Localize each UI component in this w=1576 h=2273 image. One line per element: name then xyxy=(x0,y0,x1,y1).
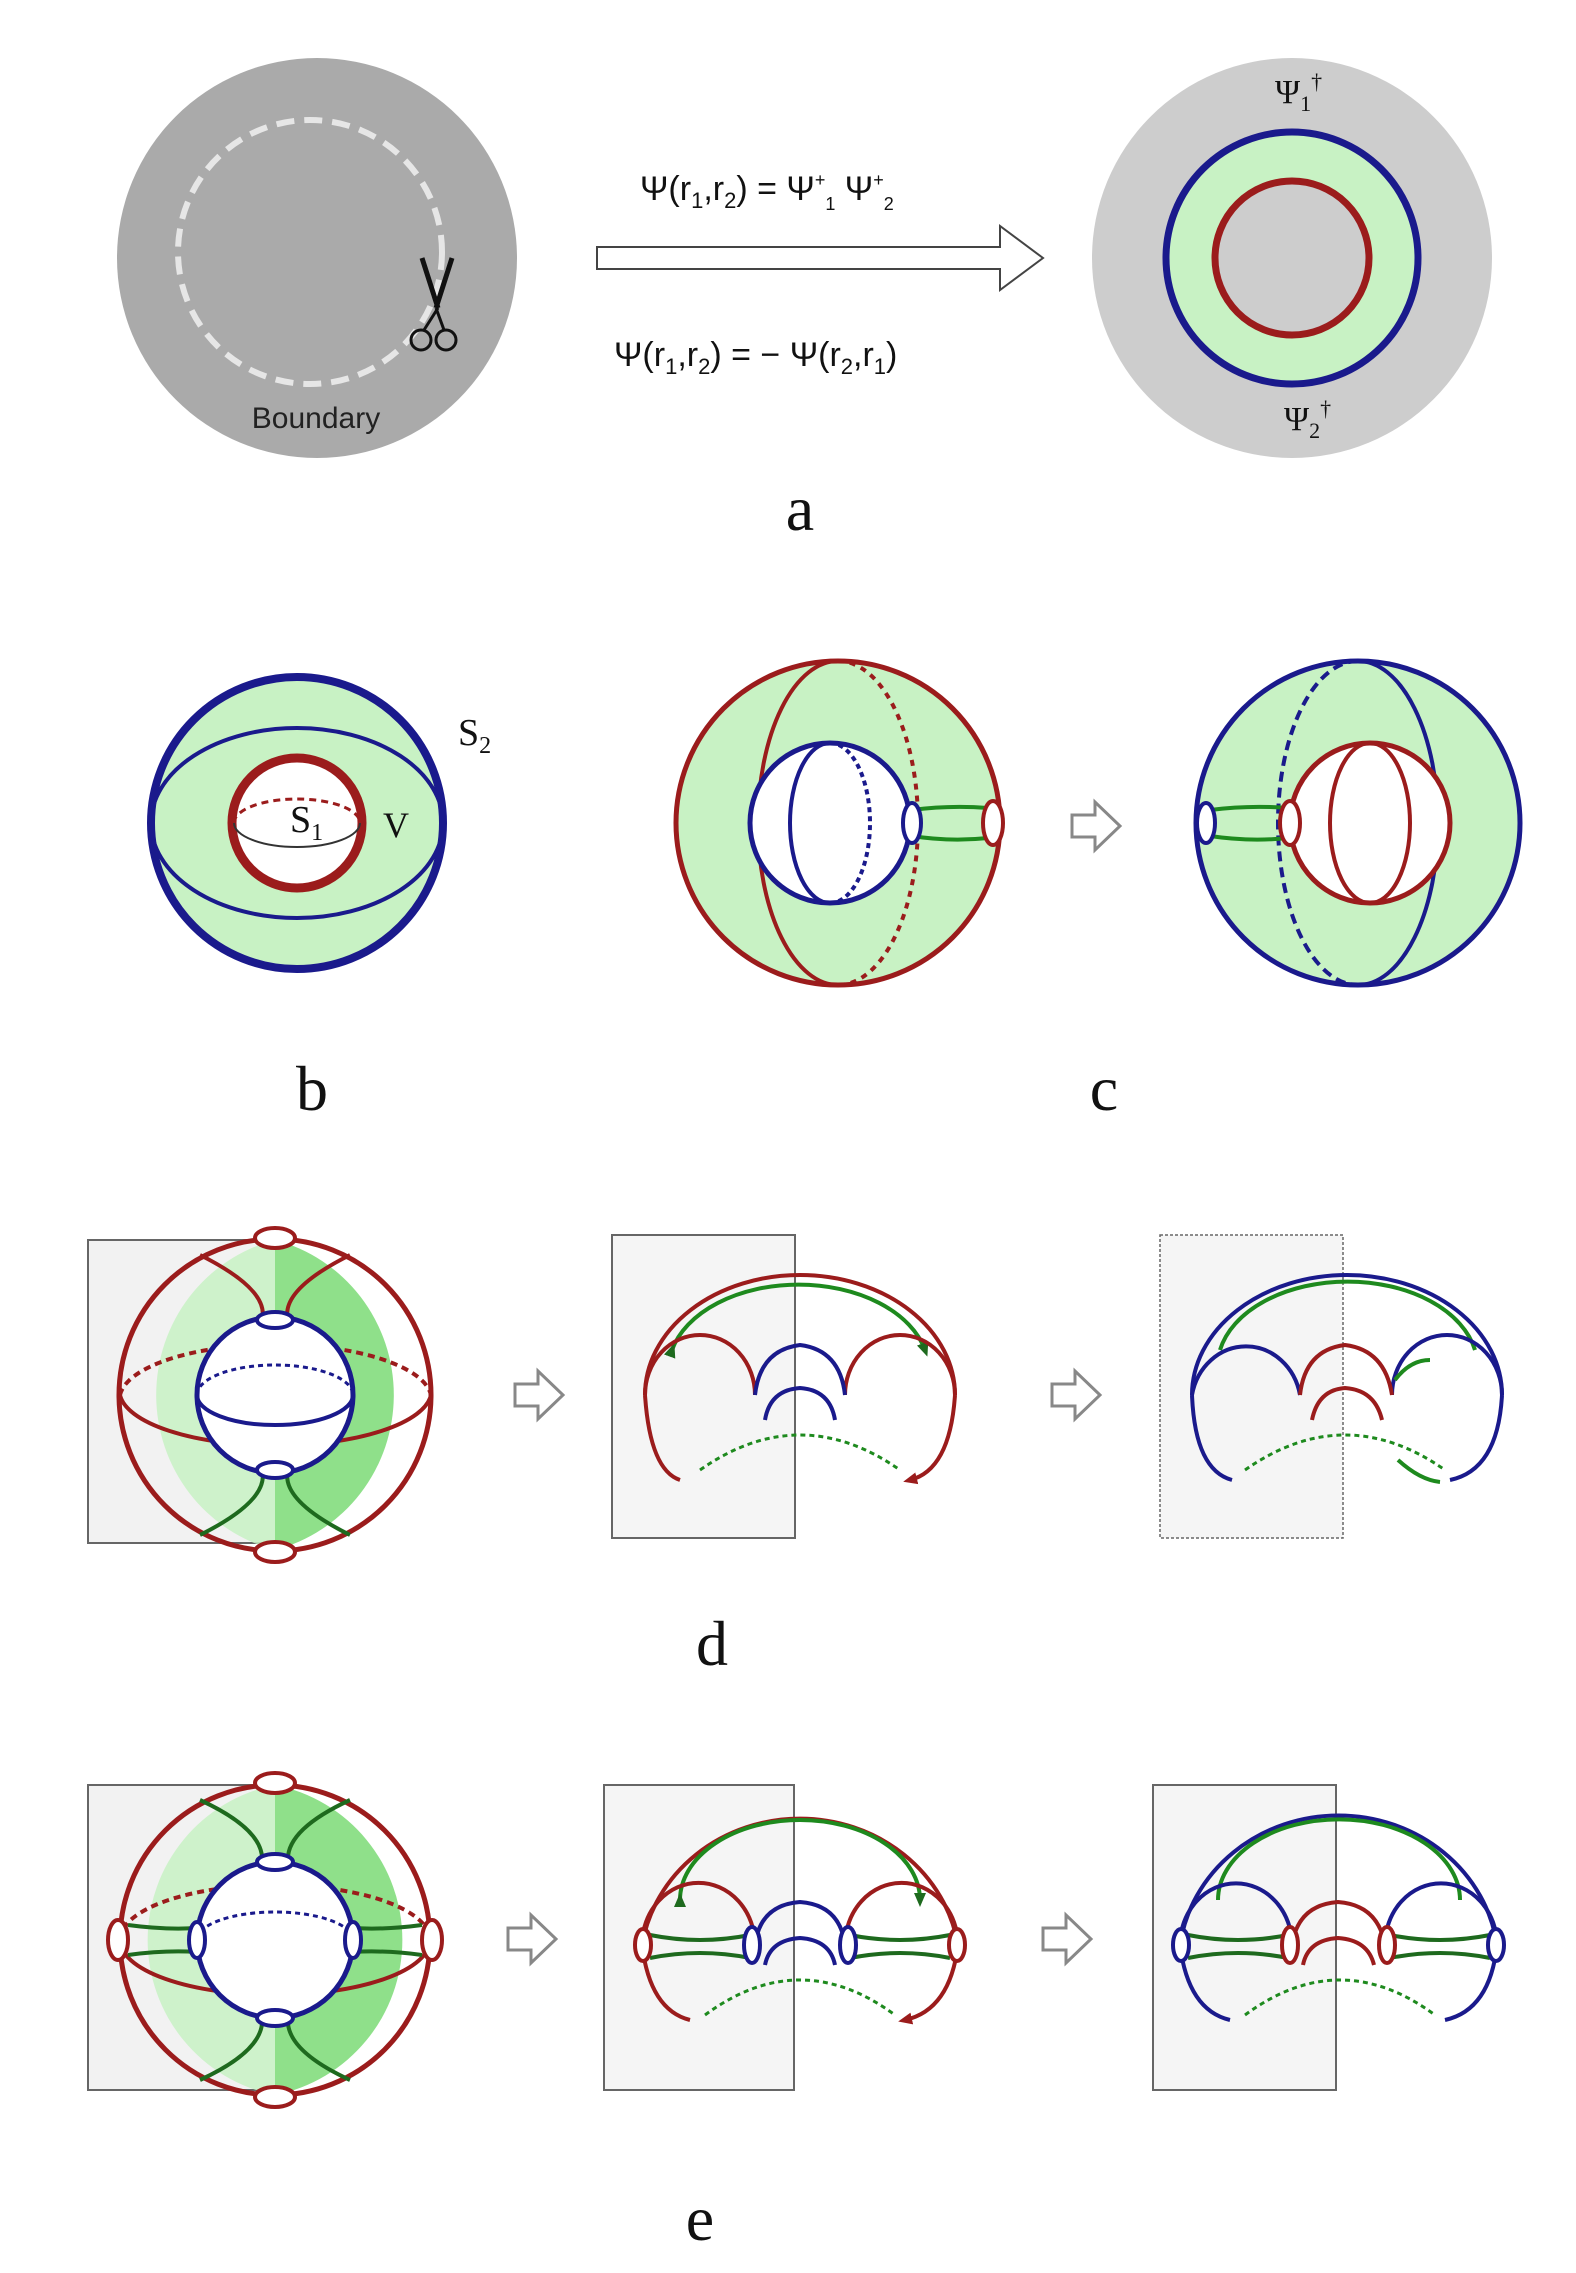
panel-letter-b: b xyxy=(296,1053,328,1124)
equator-blue xyxy=(149,726,445,920)
e-arc-torus-1 xyxy=(603,1784,967,2091)
e-sphere xyxy=(87,1771,444,2109)
inner-equator-front xyxy=(233,822,361,848)
transform-arrow xyxy=(596,224,1045,292)
d-step-arrow-2 xyxy=(1050,1367,1103,1423)
panel-e: e xyxy=(87,1771,1506,2254)
s2-label: S2 xyxy=(458,712,491,759)
panel-letter-c: c xyxy=(1090,1053,1118,1124)
e-step-arrow-1 xyxy=(506,1911,559,1967)
inner-red-ring xyxy=(1211,177,1373,339)
cut-circle xyxy=(175,117,445,387)
panel-c: c xyxy=(673,658,1523,1124)
d-step-arrow-1 xyxy=(513,1367,566,1423)
scissors-icon xyxy=(409,257,458,352)
psi1-label: Ψ1† xyxy=(1275,69,1322,116)
d-sphere xyxy=(87,1226,434,1564)
svg-text:Ψ(r1,r2) = − Ψ(r2,r1): Ψ(r1,r2) = − Ψ(r2,r1) xyxy=(614,336,897,379)
equation-antisymmetric: Ψ(r1,r2) = − Ψ(r2,r1) xyxy=(614,336,897,379)
inner-sphere-s1 xyxy=(227,753,367,893)
d-arc-torus-1 xyxy=(611,1234,957,1539)
panel-b: S1 V S2 b xyxy=(147,673,491,1124)
panel-letter-e: e xyxy=(686,2183,714,2254)
svg-text:Ψ(r1,r2) = Ψ+1 Ψ+2: Ψ(r1,r2) = Ψ+1 Ψ+2 xyxy=(640,170,894,214)
panel-a: Boundary Ψ(r1,r2) = Ψ+1 Ψ+2 Ψ(r1,r2) = −… xyxy=(117,58,1492,544)
inner-equator-back xyxy=(232,797,362,824)
v-label: V xyxy=(383,805,409,845)
c-step-arrow xyxy=(1070,798,1123,854)
e-step-arrow-2 xyxy=(1041,1911,1094,1967)
e-arc-torus-2 xyxy=(1152,1784,1506,2091)
panel-letter-d: d xyxy=(696,1608,728,1679)
c-left-shape xyxy=(673,658,1005,988)
d-arc-torus-2 xyxy=(1159,1234,1504,1539)
c-right-shape xyxy=(1193,658,1523,988)
panel-d: d xyxy=(87,1226,1504,1679)
psi2-label: Ψ2† xyxy=(1284,396,1331,443)
boundary-label: Boundary xyxy=(252,402,380,435)
s1-label: S1 xyxy=(290,799,323,846)
panel-letter-a: a xyxy=(786,473,814,544)
equation-product: Ψ(r1,r2) = Ψ+1 Ψ+2 xyxy=(640,170,894,214)
